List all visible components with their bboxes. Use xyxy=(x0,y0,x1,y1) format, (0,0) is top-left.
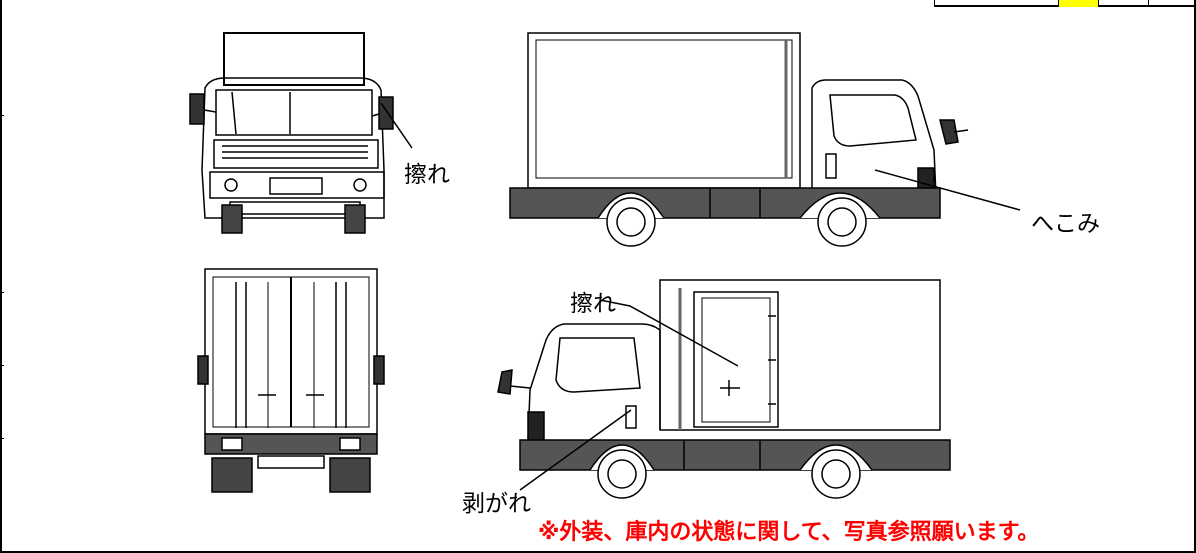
leader-left-cab xyxy=(519,409,632,491)
annotation-leaders xyxy=(380,102,1021,491)
leader-left-box xyxy=(599,299,739,367)
photo-reference-note: ※外装、庫内の状態に関して、写真参照願います。 xyxy=(538,520,1040,545)
frame-left-border xyxy=(0,0,2,553)
header-cell xyxy=(934,0,1058,7)
damage-label-left-cab-peel: 剥がれ xyxy=(462,491,531,517)
truck-rear-view xyxy=(197,268,385,493)
leader-right-cab xyxy=(874,169,1021,211)
frame-bottom-border xyxy=(0,551,1196,553)
damage-label-right-cab-dent: へこみ xyxy=(1031,211,1100,237)
damage-label-front-mirror: 擦れ xyxy=(404,162,450,188)
truck-front-view xyxy=(189,32,394,234)
frame-tick xyxy=(0,115,4,116)
frame-tick xyxy=(0,365,4,366)
damage-label-left-box-scrape: 擦れ xyxy=(570,291,616,317)
frame-right-border xyxy=(1194,0,1196,553)
leader-front-mirror xyxy=(380,102,413,149)
frame-tick xyxy=(0,438,4,439)
truck-left-side-view xyxy=(497,279,951,499)
header-cell-highlighted xyxy=(1058,0,1098,7)
header-cell xyxy=(1098,0,1148,7)
frame-tick xyxy=(0,292,4,293)
truck-right-side-view xyxy=(509,32,969,247)
